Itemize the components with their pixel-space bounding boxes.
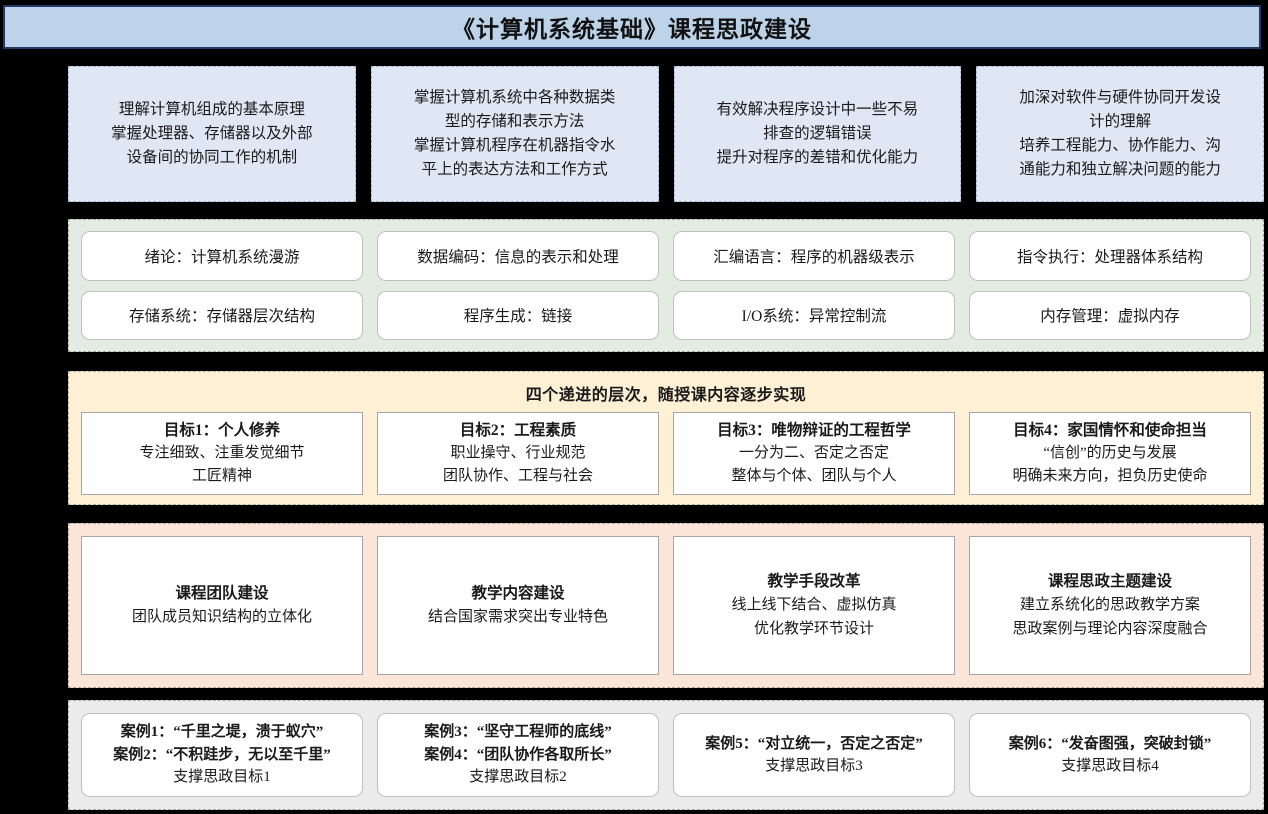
goal-body: 专注细致、注重发觉细节工匠精神 [139,445,305,484]
construction-body: 线上线下结合、虚拟仿真优化教学环节设计 [731,597,897,637]
construction-band: 课程团队建设 团队成员知识结构的立体化 教学内容建设 结合国家需求突出专业特色 … [68,523,1264,688]
case-card[interactable]: 案例1：“千里之堤，溃于蚁穴”案例2：“不积跬步，无以至千里” 支撑思政目标1 [81,713,363,797]
goals-heading: 四个递进的层次，随授课内容逐步实现 [525,387,807,404]
construction-title: 课程团队建设 [175,584,269,602]
page-title-bar: 《计算机系统基础》课程思政建设 [3,5,1261,49]
cases-band: 案例1：“千里之堤，溃于蚁穴”案例2：“不积跬步，无以至千里” 支撑思政目标1 … [68,700,1264,810]
module-card[interactable]: 绪论：计算机系统漫游 [81,231,363,281]
objective-card: 掌握计算机系统中各种数据类型的存储和表示方法掌握计算机程序在机器指令水平上的表达… [370,66,659,202]
case-support: 支撑思政目标3 [765,758,863,774]
modules-band: 绪论：计算机系统漫游 数据编码：信息的表示和处理 汇编语言：程序的机器级表示 指… [68,219,1264,352]
goals-band: 四个递进的层次，随授课内容逐步实现 目标1：个人修养 专注细致、注重发觉细节工匠… [68,371,1264,505]
construction-card[interactable]: 课程团队建设 团队成员知识结构的立体化 [81,536,363,675]
objective-card: 理解计算机组成的基本原理掌握处理器、存储器以及外部设备间的协同工作的机制 [68,66,356,202]
construction-title: 教学内容建设 [471,584,565,602]
module-card[interactable]: 指令执行：处理器体系结构 [969,231,1251,281]
goal-body: “信创”的历史与发展明确未来方向，担负历史使命 [1012,445,1208,484]
case-support: 支撑思政目标4 [1061,758,1159,774]
module-card[interactable]: 数据编码：信息的表示和处理 [377,231,659,281]
construction-card[interactable]: 教学内容建设 结合国家需求突出专业特色 [377,536,659,675]
goal-title: 目标4：家国情怀和使命担当 [1013,422,1207,439]
module-card[interactable]: 内存管理：虚拟内存 [969,290,1251,340]
goal-card[interactable]: 目标3：唯物辩证的工程哲学 一分为二、否定之否定整体与个体、团队与个人 [673,412,955,496]
goals-grid: 目标1：个人修养 专注细致、注重发觉细节工匠精神 目标2：工程素质 职业操守、行… [81,412,1251,496]
construction-body: 结合国家需求突出专业特色 [427,608,608,625]
case-title: 案例1：“千里之堤，溃于蚁穴”案例2：“不积跬步，无以至千里” [113,724,331,763]
goal-body: 职业操守、行业规范团队协作、工程与社会 [442,445,593,484]
objective-card: 加深对软件与硬件协同开发设计的理解培养工程能力、协作能力、沟通能力和独立解决问题… [976,66,1264,202]
construction-title: 教学手段改革 [767,573,861,591]
case-card[interactable]: 案例6：“发奋图强，突破封锁” 支撑思政目标4 [969,713,1251,797]
case-card[interactable]: 案例3：“坚守工程师的底线”案例4：“团队协作各取所长” 支撑思政目标2 [377,713,659,797]
objective-text: 掌握计算机系统中各种数据类型的存储和表示方法掌握计算机程序在机器指令水平上的表达… [413,88,616,179]
goal-card[interactable]: 目标1：个人修养 专注细致、注重发觉细节工匠精神 [81,412,363,496]
objective-text: 加深对软件与硬件协同开发设计的理解培养工程能力、协作能力、沟通能力和独立解决问题… [1019,88,1221,179]
case-title: 案例5：“对立统一，否定之否定” [705,735,923,752]
objective-text: 有效解决程序设计中一些不易排查的逻辑错误提升对程序的差错和优化能力 [716,100,919,166]
goal-title: 目标1：个人修养 [163,422,281,439]
goal-card[interactable]: 目标4：家国情怀和使命担当 “信创”的历史与发展明确未来方向，担负历史使命 [969,412,1251,496]
objective-text: 理解计算机组成的基本原理掌握处理器、存储器以及外部设备间的协同工作的机制 [111,100,313,166]
page-title: 《计算机系统基础》课程思政建设 [452,17,812,42]
module-card[interactable]: 存储系统：存储器层次结构 [81,290,363,340]
module-card[interactable]: I/O系统：异常控制流 [673,290,955,340]
case-card[interactable]: 案例5：“对立统一，否定之否定” 支撑思政目标3 [673,713,955,797]
case-title: 案例3：“坚守工程师的底线”案例4：“团队协作各取所长” [424,724,612,763]
goal-title: 目标2：工程素质 [459,422,577,439]
construction-card[interactable]: 课程思政主题建设 建立系统化的思政教学方案思政案例与理论内容深度融合 [969,536,1251,675]
modules-grid: 绪论：计算机系统漫游 数据编码：信息的表示和处理 汇编语言：程序的机器级表示 指… [81,231,1251,340]
case-title: 案例6：“发奋图强，突破封锁” [1008,735,1212,752]
objectives-row: 理解计算机组成的基本原理掌握处理器、存储器以及外部设备间的协同工作的机制 掌握计… [68,66,1264,202]
objective-card: 有效解决程序设计中一些不易排查的逻辑错误提升对程序的差错和优化能力 [673,66,962,202]
module-card[interactable]: 汇编语言：程序的机器级表示 [673,231,955,281]
construction-body: 建立系统化的思政教学方案思政案例与理论内容深度融合 [1012,597,1208,637]
case-support: 支撑思政目标1 [173,769,271,786]
construction-card[interactable]: 教学手段改革 线上线下结合、虚拟仿真优化教学环节设计 [673,536,955,675]
goal-title: 目标3：唯物辩证的工程哲学 [717,422,911,439]
goal-body: 一分为二、否定之否定整体与个体、团队与个人 [731,445,897,484]
construction-body: 团队成员知识结构的立体化 [131,608,312,625]
goal-card[interactable]: 目标2：工程素质 职业操守、行业规范团队协作、工程与社会 [377,412,659,496]
construction-grid: 课程团队建设 团队成员知识结构的立体化 教学内容建设 结合国家需求突出专业特色 … [81,536,1251,675]
case-support: 支撑思政目标2 [469,769,567,786]
module-card[interactable]: 程序生成：链接 [377,290,659,340]
cases-grid: 案例1：“千里之堤，溃于蚁穴”案例2：“不积跬步，无以至千里” 支撑思政目标1 … [81,713,1251,797]
construction-title: 课程思政主题建设 [1047,573,1172,591]
